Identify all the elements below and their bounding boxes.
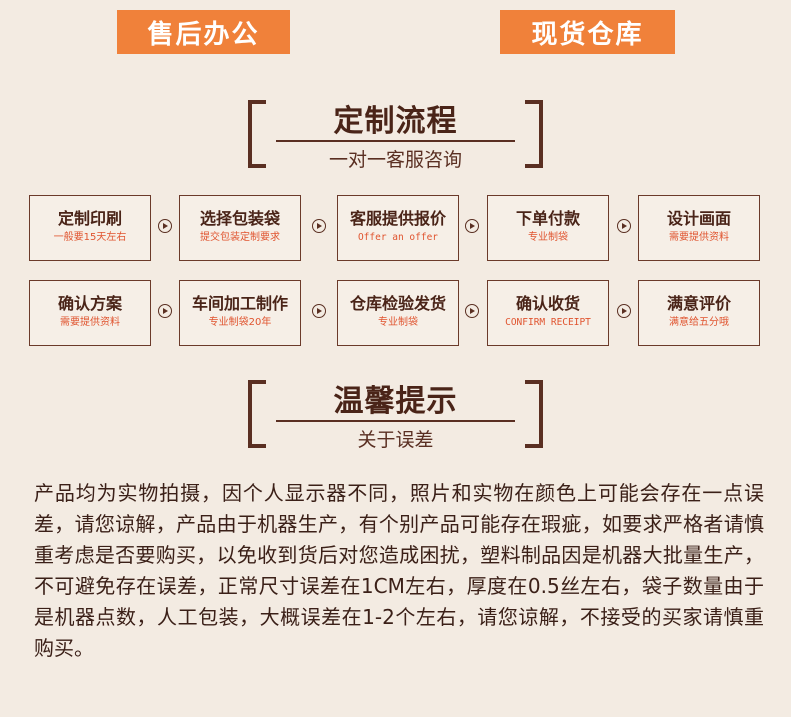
right-bracket-icon — [525, 380, 543, 448]
flow-step: 下单付款 专业制袋 — [487, 195, 609, 261]
circle-arrow-right-icon — [617, 219, 631, 233]
step-subtitle: 一般要15天左右 — [53, 232, 127, 243]
step-subtitle: 需要提供资料 — [669, 232, 729, 243]
flow-row-2: 确认方案 需要提供资料 车间加工制作 专业制袋20年 仓库检验发货 专业制袋 确… — [29, 280, 762, 348]
step-subtitle: 提交包装定制要求 — [200, 232, 280, 243]
flow-step: 仓库检验发货 专业制袋 — [337, 280, 459, 346]
flow-row-1: 定制印刷 一般要15天左右 选择包装袋 提交包装定制要求 客服提供报价 Offe… — [29, 195, 762, 263]
step-subtitle: 满意给五分哦 — [669, 317, 729, 328]
process-subtitle: 一对一客服咨询 — [328, 149, 462, 171]
step-title: 仓库检验发货 — [349, 294, 446, 313]
right-bracket-icon — [525, 100, 543, 168]
step-title: 满意评价 — [666, 294, 731, 313]
step-title: 车间加工制作 — [191, 294, 288, 313]
divider — [276, 140, 515, 142]
flow-step: 满意评价 满意给五分哦 — [638, 280, 760, 346]
step-title: 确认收货 — [515, 294, 580, 313]
tips-section-header: 温馨提示 关于误差 — [240, 376, 551, 462]
step-subtitle: 专业制袋 — [378, 317, 418, 328]
flow-step: 定制印刷 一般要15天左右 — [29, 195, 151, 261]
step-title: 定制印刷 — [57, 209, 122, 228]
flow-step: 确认方案 需要提供资料 — [29, 280, 151, 346]
flow-step: 车间加工制作 专业制袋20年 — [179, 280, 301, 346]
flow-step: 设计画面 需要提供资料 — [638, 195, 760, 261]
left-bracket-icon — [248, 100, 266, 168]
step-subtitle: CONFIRM RECEIPT — [505, 317, 591, 328]
circle-arrow-right-icon — [158, 304, 172, 318]
circle-arrow-right-icon — [312, 219, 326, 233]
flow-step: 确认收货 CONFIRM RECEIPT — [487, 280, 609, 346]
tips-title: 温馨提示 — [333, 384, 458, 419]
step-subtitle: 专业制袋 — [528, 232, 568, 243]
after-sales-office-button[interactable]: 售后办公 — [117, 10, 290, 54]
error-notice-text: 产品均为实物拍摄，因个人显示器不同，照片和实物在颜色上可能会存在一点误差，请您谅… — [34, 481, 764, 660]
step-title: 设计画面 — [666, 209, 731, 228]
flow-step: 客服提供报价 Offer an offer — [337, 195, 459, 261]
process-title: 定制流程 — [333, 104, 458, 139]
step-title: 选择包装袋 — [199, 209, 280, 228]
flow-step: 选择包装袋 提交包装定制要求 — [179, 195, 301, 261]
circle-arrow-right-icon — [617, 304, 631, 318]
stock-warehouse-button[interactable]: 现货仓库 — [500, 10, 675, 54]
step-subtitle: Offer an offer — [357, 232, 439, 243]
circle-arrow-right-icon — [312, 304, 326, 318]
left-bracket-icon — [248, 380, 266, 448]
step-title: 确认方案 — [57, 294, 122, 313]
process-section-header: 定制流程 一对一客服咨询 — [240, 96, 551, 182]
circle-arrow-right-icon — [158, 219, 172, 233]
step-subtitle: 专业制袋20年 — [208, 317, 272, 328]
step-subtitle: 需要提供资料 — [60, 317, 120, 328]
step-title: 下单付款 — [515, 209, 580, 228]
circle-arrow-right-icon — [465, 219, 479, 233]
divider — [276, 420, 515, 422]
step-title: 客服提供报价 — [349, 209, 446, 228]
circle-arrow-right-icon — [465, 304, 479, 318]
tips-subtitle: 关于误差 — [357, 429, 434, 451]
